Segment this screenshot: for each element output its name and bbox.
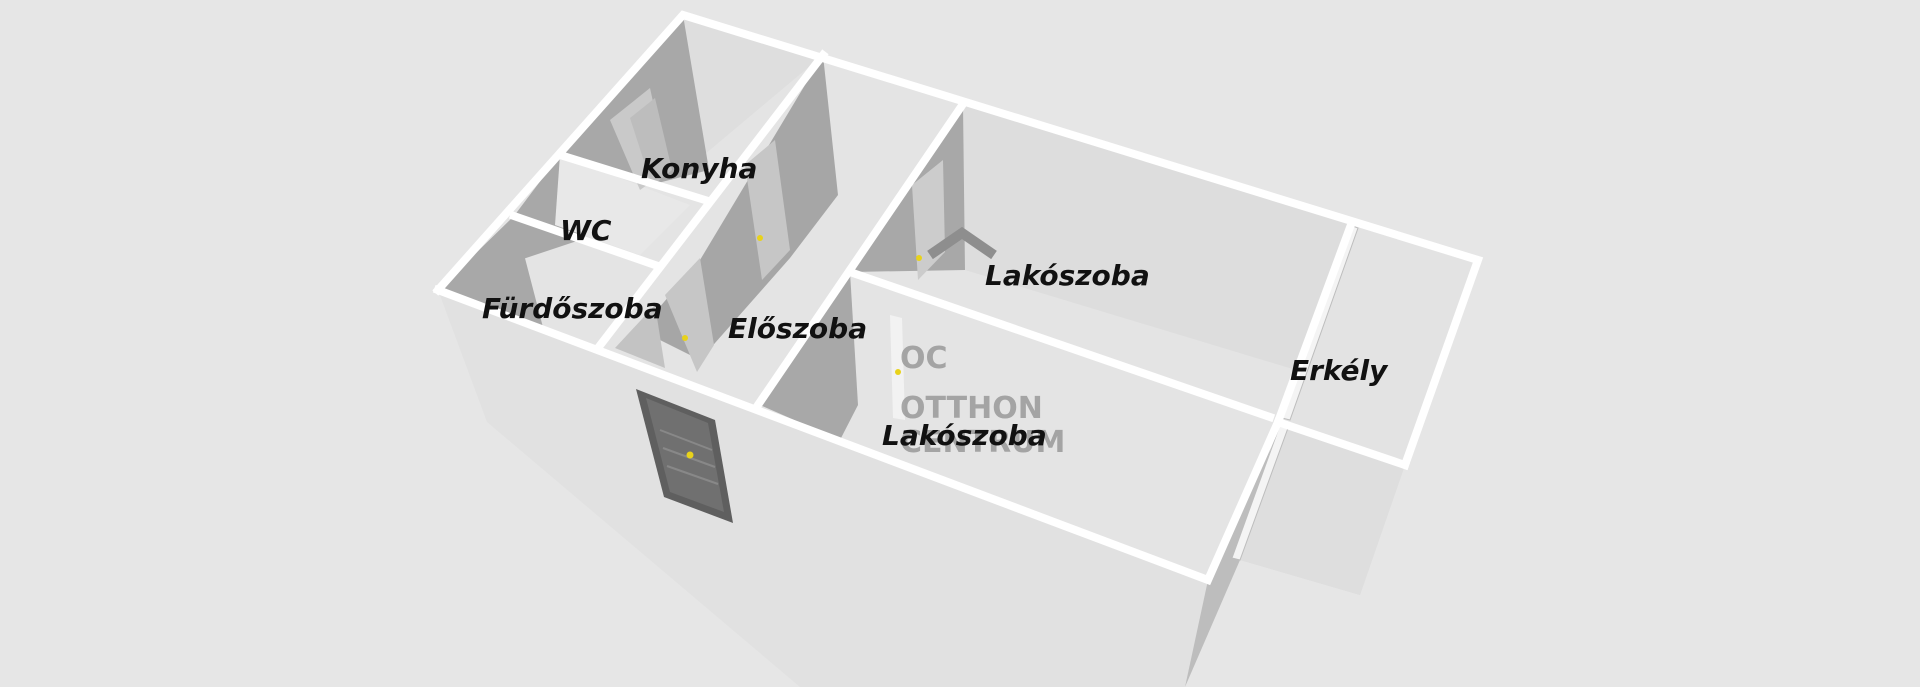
room-label-wc: WC [560, 214, 612, 247]
watermark-line1: OTTHON [900, 391, 1043, 426]
room-label-kitchen: Konyha [641, 152, 757, 185]
door-handle-icon [686, 451, 694, 459]
balcony-floor [1278, 222, 1478, 465]
room-label-hall: Előszoba [728, 312, 867, 345]
watermark-monogram: OC [900, 341, 948, 376]
exterior-front-wall-left [438, 290, 1208, 687]
bath-door[interactable] [615, 305, 665, 368]
bath-left-wall [438, 216, 545, 335]
living-left-wall-lower [760, 272, 858, 440]
wc-floor [555, 155, 690, 255]
entrance-door[interactable] [636, 389, 733, 523]
kitchen-left-wall [560, 15, 709, 185]
room-label-living-front: Lakószoba [882, 419, 1047, 452]
wall-tops [432, 10, 1484, 586]
balcony-front-wall [1240, 422, 1405, 595]
living-front-door[interactable] [890, 315, 905, 420]
front-window-slice [1185, 422, 1278, 687]
kitchen-door[interactable] [610, 88, 672, 190]
room-label-living-back: Lakószoba [985, 259, 1150, 292]
watermark-line2: CENTRUM [900, 425, 1065, 460]
watermark: OC OTTHON CENTRUM [900, 226, 1065, 460]
hall-door-right[interactable] [745, 140, 790, 280]
hall-door-left[interactable] [665, 258, 714, 372]
living-back-wall [963, 104, 1352, 370]
watermark-roof-icon [927, 226, 997, 260]
room-label-balcony: Erkély [1290, 354, 1389, 387]
room-label-bathroom: Fürdőszoba [482, 292, 663, 325]
